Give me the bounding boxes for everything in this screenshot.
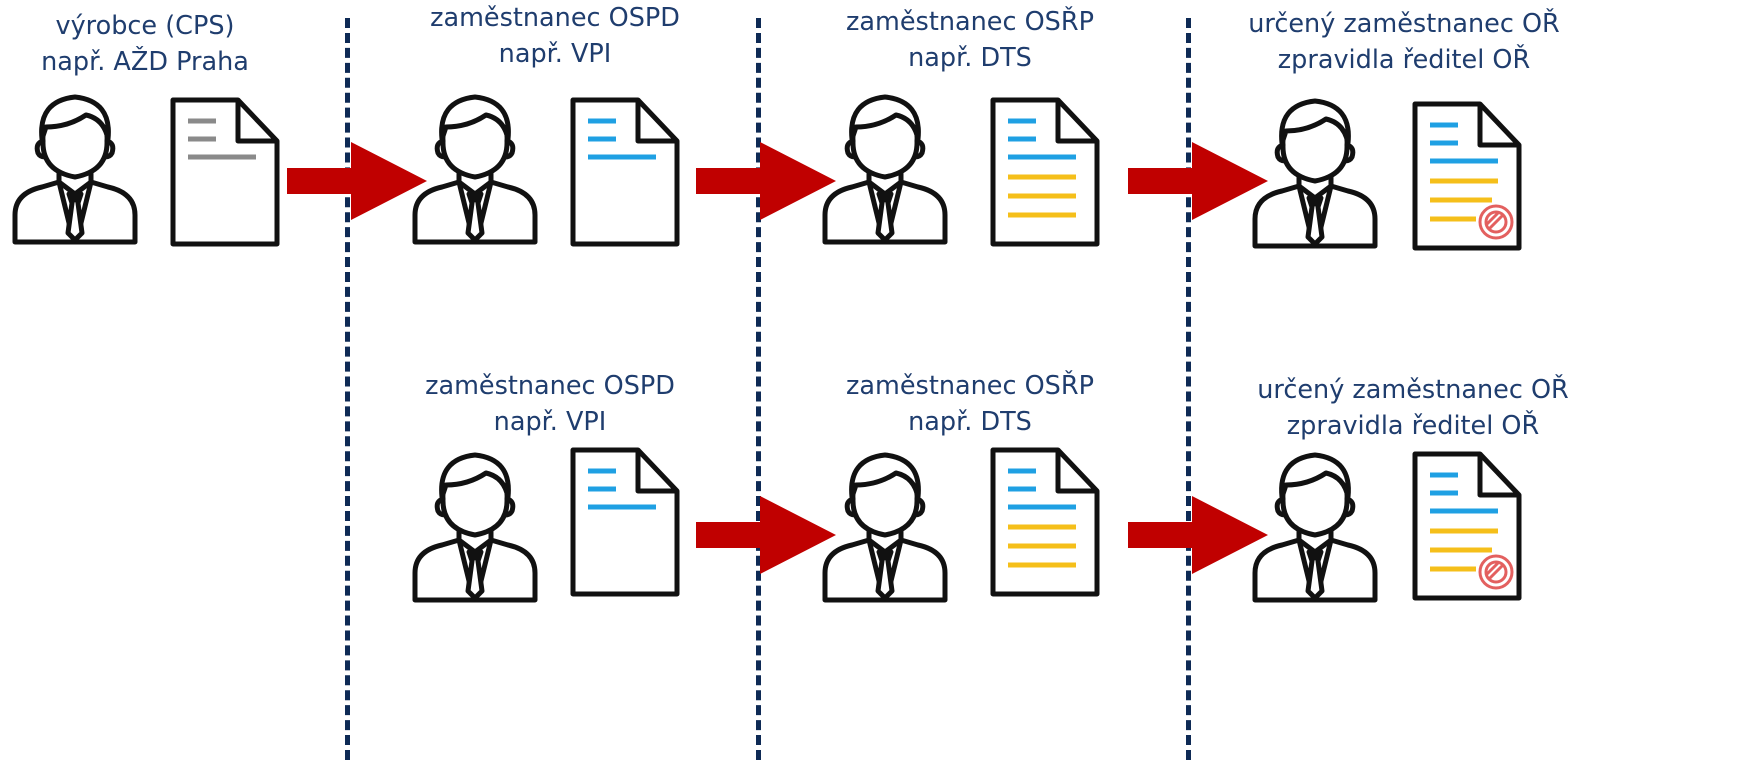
role-example: např. VPI <box>498 39 612 69</box>
person-icon <box>822 93 948 245</box>
role-label-osrp: zaměstnanec OSŘP např. DTS <box>800 4 1140 76</box>
arrow-right-icon <box>696 496 836 574</box>
role-example: např. DTS <box>908 43 1032 73</box>
role-title: určený zaměstnanec OŘ <box>1257 375 1569 405</box>
blue-yellow-lines-document-icon <box>990 447 1100 597</box>
blue-lines-document-icon <box>570 97 680 247</box>
role-example: zpravidla ředitel OŘ <box>1286 411 1540 441</box>
person-icon <box>822 451 948 603</box>
arrow-right-icon <box>287 142 427 220</box>
person-icon <box>412 93 538 245</box>
column-separator <box>345 18 350 760</box>
role-label-osrp: zaměstnanec OSŘP např. DTS <box>800 368 1140 440</box>
role-label-or: určený zaměstnanec OŘ zpravidla ředitel … <box>1218 372 1608 444</box>
role-example: např. VPI <box>493 407 607 437</box>
role-title: zaměstnanec OSŘP <box>846 7 1094 37</box>
role-title: zaměstnanec OSŘP <box>846 371 1094 401</box>
arrow-right-icon <box>696 142 836 220</box>
stamped-document-icon <box>1412 101 1522 251</box>
column-separator <box>1186 18 1191 760</box>
person-icon <box>1252 451 1378 603</box>
role-label-ospd: zaměstnanec OSPD např. VPI <box>385 0 725 72</box>
role-example: např. AŽD Praha <box>41 47 249 77</box>
blue-lines-document-icon <box>570 447 680 597</box>
draft-document-icon <box>170 97 280 247</box>
role-label-manufacturer: výrobce (CPS) např. AŽD Praha <box>0 8 290 80</box>
role-title: zaměstnanec OSPD <box>425 371 675 401</box>
blue-yellow-lines-document-icon <box>990 97 1100 247</box>
person-icon <box>12 93 138 245</box>
person-icon <box>412 451 538 603</box>
role-example: zpravidla ředitel OŘ <box>1277 45 1531 75</box>
column-separator <box>756 18 761 760</box>
role-title: zaměstnanec OSPD <box>430 3 680 33</box>
arrow-right-icon <box>1128 496 1268 574</box>
role-label-or: určený zaměstnanec OŘ zpravidla ředitel … <box>1209 6 1599 78</box>
role-title: výrobce (CPS) <box>55 11 235 41</box>
arrow-right-icon <box>1128 142 1268 220</box>
role-title: určený zaměstnanec OŘ <box>1248 9 1560 39</box>
stamped-document-icon <box>1412 451 1522 601</box>
role-example: např. DTS <box>908 407 1032 437</box>
role-label-ospd: zaměstnanec OSPD např. VPI <box>380 368 720 440</box>
person-icon <box>1252 97 1378 249</box>
